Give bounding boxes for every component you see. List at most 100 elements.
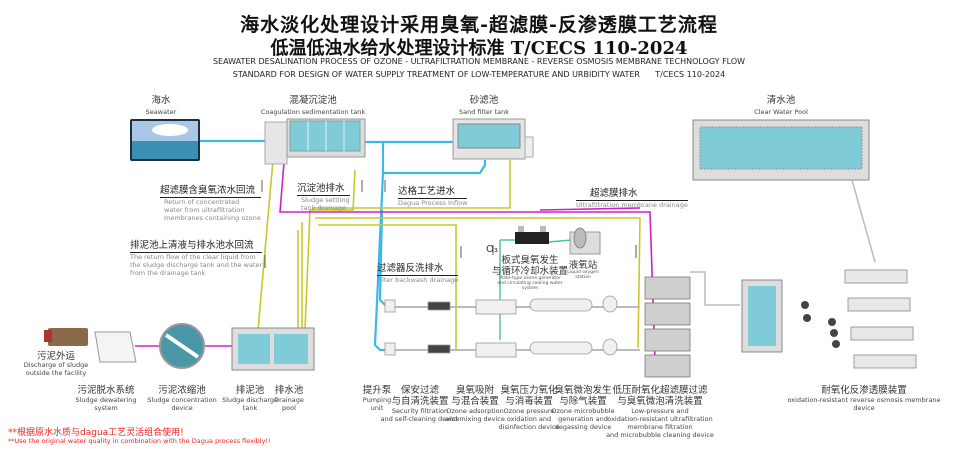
ozone-pipe [499,239,573,340]
coagulation-label-zh: 混凝沉淀池 [289,95,337,106]
equipment-label-en: Ozone microbubble [551,407,615,415]
ozone-gen-en-1: Plate-type ozone generator [499,276,561,281]
standard-title-zh: 低温低浊水给水处理设计标准 T/CECS 110-2024 [270,38,688,59]
treatment-train-graphic [384,295,640,358]
lox-en-2: station [575,275,591,280]
equipment-label-zh: 污泥脱水系统 [77,385,135,396]
seawater-label-zh: 海水 [151,95,171,106]
equipment-label-zh: 低压耐氧化超滤膜过滤 [612,385,708,396]
sludge-return-en: The return flow of the clear liquid from… [130,253,262,277]
equipment-label-zh: 排水池 [274,385,304,396]
equipment-label-en: generation and [558,415,608,423]
equipment-label-en: unit [370,404,384,412]
seawater-image [130,119,200,161]
clear-pool-label-zh: 清水池 [766,95,796,106]
backwash-zh: 过滤器反洗排水 [377,260,459,276]
ozone-gen-zh-1: 板式臭氧发生 [501,255,559,266]
equipment-label-en: Ozone pressure [503,407,555,415]
o3-label: O₃ [486,244,498,255]
uf-return-zh: 超滤膜含臭氧浓水回流 [160,182,261,198]
sand-filter-graphic [452,118,534,160]
settling-drain-en-1: Sludge settling [301,196,350,204]
equipment-label-en: membrane filtration [627,423,693,431]
equipment-label-en: Low-pressure and [631,407,689,415]
equipment-label-en: tank [242,404,258,412]
ozone-generator-graphic [515,226,549,244]
equipment-label-en: disinfection device [498,423,560,431]
uf-drain-zh: 超滤膜排水 [576,185,688,201]
equipment-label-zh: 污泥浓缩池 [158,385,206,396]
equipment-label-en: pool [282,404,296,412]
coagulation-tank-graphic [264,118,366,165]
lox-en-1: Liquid oxygen [567,270,599,275]
sludge-truck-graphic [44,328,88,346]
equipment-label-zh: 提升泵 [362,385,392,396]
sludge-return-en-3: from the drainage tank [130,269,206,277]
equipment-label-zh: 与除气装置 [559,396,607,407]
uf-return-en-1: Return of concentrated [164,198,240,206]
high-pressure-pumps [801,301,840,348]
ozone-gen-en-3: system [521,286,539,291]
callout-sludge-return: 排泥池上清液与排水池水回流 The return flow of the cle… [130,237,263,277]
equipment-label-zh: 与臭氧微泡清洗装置 [617,396,703,407]
equipment-label-en: Drainage [274,396,304,404]
seawater-label-en: Seawater [145,108,177,116]
equipment-label-zh: 耐氧化反渗透膜装置 [821,385,907,396]
callout-dagua-inflow: 达格工艺进水 Dagua Process Inflow [398,183,468,207]
sludge-return-en-1: The return flow of the clear liquid from [130,253,256,261]
dagua-inflow-en: Dagua Process Inflow [398,199,468,207]
standard-title-en: STANDARD FOR DESIGN OF WATER SUPPLY TREA… [232,70,726,79]
uf-return-en-2: water from ultrafiltration [164,206,245,214]
ozone-gen-en-2: and circulating cooling water [497,281,563,286]
equipment-label-en: Sludge concentration [147,396,217,404]
liquid-oxygen-station-graphic [569,227,601,255]
settling-drain-zh: 沉淀池排水 [297,180,350,196]
equipment-label-zh: 与消毒装置 [505,396,553,407]
callout-backwash: 过滤器反洗排水 Filter backwash drainage [377,260,459,284]
equipment-label-en: and mixing device [445,415,505,423]
equipment-label-en: Pumping [362,396,392,404]
sludge-out-label-zh: 污泥外运 [36,351,76,362]
drain-pipes [257,159,641,350]
flow-arrows [261,180,637,268]
ro-membrane-racks [844,269,917,369]
equipment-label-en: and microbubble cleaning device [606,431,714,439]
dagua-inflow-zh: 达格工艺进水 [398,183,468,199]
coagulation-label-en: Coagulation sedimentation tank [260,108,366,116]
equipment-label-en: device [171,404,193,412]
water-pipes [200,139,487,352]
equipment-label-en: device [853,404,875,412]
equipment-label-en: Sludge dewatering [75,396,137,404]
sludge-discharge-tank-graphic [231,327,315,371]
backwash-en: Filter backwash drainage [377,276,459,284]
equipment-label-en: oxidation and [506,415,552,423]
clear-water-pool-graphic [692,119,876,263]
equipment-label-en: system [94,404,118,412]
sludge-return-zh: 排泥池上清液与排水池水回流 [130,237,263,253]
equipment-label-zh: 排泥池 [235,385,265,396]
callout-uf-drain: 超滤膜排水 Ultrafiltration membrane drainage [576,185,688,209]
sludge-out-en-2: outside the facility [25,369,87,377]
equipment-label-zh: 臭氧微泡发生 [554,385,612,396]
note-zh: **根据原水水质与dagua工艺灵活组合使用! [8,428,184,438]
equipment-label-zh: 与自清洗装置 [391,396,449,407]
equipment-label-zh: 与混合装置 [451,396,499,407]
settling-drain-en-2: tank drainage [301,204,347,212]
ozone-gen-zh-2: 与循环冷却水装置 [491,266,569,277]
uf-return-en-3: membranes containing ozone [164,214,261,222]
equipment-label-en: Security filtration [391,407,449,415]
